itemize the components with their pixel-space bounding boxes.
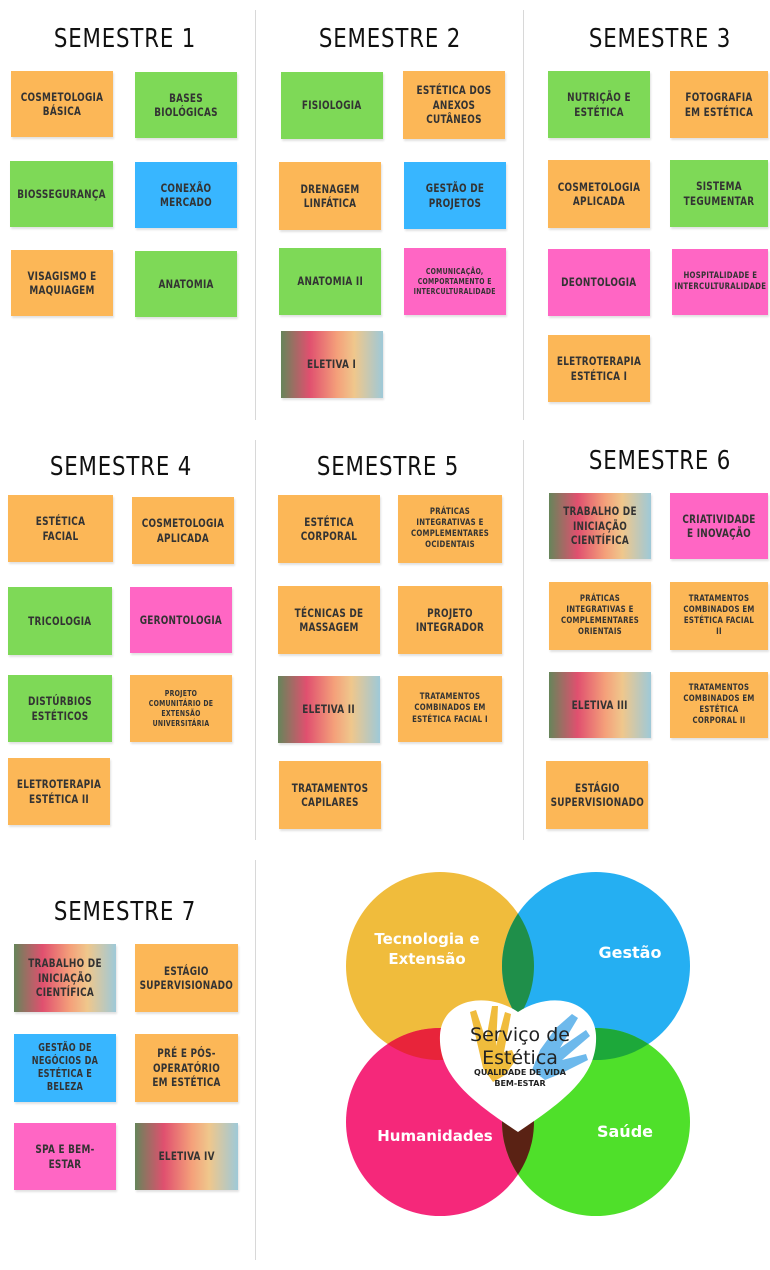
course-card-elective: ELETIVA III (549, 672, 651, 738)
course-card: ESTÁGIO SUPERVISIONADO (135, 944, 238, 1012)
course-card-elective: ELETIVA I (281, 331, 383, 398)
venn-label-saude: Saúde (596, 1122, 653, 1141)
course-card: COSMETOLOGIA BÁSICA (11, 71, 113, 137)
course-card: PRÁTICAS INTEGRATIVAS E COMPLEMENTARES O… (398, 495, 502, 563)
course-card: SPA E BEM-ESTAR (14, 1123, 116, 1190)
course-card: TÉCNICAS DE MASSAGEM (278, 586, 380, 654)
course-card: PROJETO INTEGRADOR (398, 586, 502, 654)
course-card-elective: TRABALHO DE INICIAÇÃO CIENTÍFICA (14, 944, 116, 1012)
course-card: CONEXÃO MERCADO (135, 162, 237, 228)
venn-center-subtitle: QUALIDADE DE VIDA (474, 1068, 566, 1077)
semester-title: SEMESTRE 3 (588, 24, 732, 54)
course-card: GERONTOLOGIA (130, 587, 232, 653)
course-card: ANATOMIA (135, 251, 237, 317)
venn-label-gestao: Gestão (598, 943, 662, 962)
course-card: PROJETO COMUNITÁRIO DE EXTENSÃO UNIVERSI… (130, 675, 232, 742)
course-card: TRATAMENTOS COMBINADOS EM ESTÉTICA CORPO… (670, 672, 768, 738)
course-card: ANATOMIA II (279, 248, 381, 315)
column-divider (523, 10, 524, 420)
course-card: FOTOGRAFIA EM ESTÉTICA (670, 71, 768, 138)
venn-label-humanidades: Humanidades (377, 1127, 493, 1145)
course-card: ESTÉTICA CORPORAL (278, 495, 380, 563)
course-card: ELETROTERAPIA ESTÉTICA I (548, 335, 650, 402)
semester-title: SEMESTRE 6 (588, 446, 732, 476)
column-divider (255, 860, 256, 1260)
venn-label-tecnologia: Tecnologia e Extensão (374, 930, 480, 968)
course-card: ELETROTERAPIA ESTÉTICA II (8, 758, 110, 825)
semester-title: SEMESTRE 7 (53, 897, 197, 927)
course-card: ESTÉTICA DOS ANEXOS CUTÂNEOS (403, 71, 505, 139)
course-card-elective: ELETIVA II (278, 676, 380, 743)
hand-icon (532, 1014, 590, 1080)
course-card: SISTEMA TEGUMENTAR (670, 160, 768, 227)
course-card: COSMETOLOGIA APLICADA (548, 160, 650, 228)
course-card: COMUNICAÇÃO, COMPORTAMENTO E INTERCULTUR… (404, 248, 506, 315)
course-card: HOSPITALIDADE E INTERCULTURALIDADE (672, 249, 768, 315)
course-card: NUTRIÇÃO E ESTÉTICA (548, 71, 650, 138)
course-card: GESTÃO DE NEGÓCIOS DA ESTÉTICA E BELEZA (14, 1034, 116, 1102)
course-card: DEONTOLOGIA (548, 249, 650, 316)
course-card: FISIOLOGIA (281, 72, 383, 139)
semester-title: SEMESTRE 1 (53, 24, 197, 54)
course-card: PRÉ E PÓS-OPERATÓRIO EM ESTÉTICA (135, 1034, 238, 1102)
course-card: DISTÚRBIOS ESTÉTICOS (8, 675, 112, 742)
course-card: COSMETOLOGIA APLICADA (132, 497, 234, 564)
venn-center-subtitle: BEM-ESTAR (494, 1079, 546, 1088)
course-card: TRATAMENTOS COMBINADOS EM ESTÉTICA FACIA… (398, 676, 502, 742)
course-card-elective: TRABALHO DE INICIAÇÃO CIENTÍFICA (549, 493, 651, 559)
course-card: PRÁTICAS INTEGRATIVAS E COMPLEMENTARES O… (549, 582, 651, 650)
course-card: GESTÃO DE PROJETOS (404, 162, 506, 229)
course-card: ESTÁGIO SUPERVISIONADO (546, 761, 648, 829)
course-card: TRICOLOGIA (8, 587, 112, 655)
course-card: ESTÉTICA FACIAL (8, 495, 113, 562)
course-card: DRENAGEM LINFÁTICA (279, 162, 381, 230)
course-card: TRATAMENTOS CAPILARES (279, 761, 381, 829)
semester-title: SEMESTRE 5 (316, 452, 460, 482)
column-divider (523, 440, 524, 840)
course-card: CRIATIVIDADE E INOVAÇÃO (670, 493, 768, 559)
semester-title: SEMESTRE 2 (318, 24, 462, 54)
venn-center-title: Serviço de Estética (470, 1024, 570, 1069)
course-card: VISAGISMO E MAQUIAGEM (11, 250, 113, 316)
semester-title: SEMESTRE 4 (49, 452, 193, 482)
column-divider (255, 10, 256, 420)
course-card-elective: ELETIVA IV (135, 1123, 238, 1190)
course-card: BIOSSEGURANÇA (10, 161, 113, 227)
hand-icon (470, 1006, 516, 1082)
course-card: BASES BIOLÓGICAS (135, 72, 237, 138)
column-divider (255, 440, 256, 840)
course-card: TRATAMENTOS COMBINADOS EM ESTÉTICA FACIA… (670, 582, 768, 650)
